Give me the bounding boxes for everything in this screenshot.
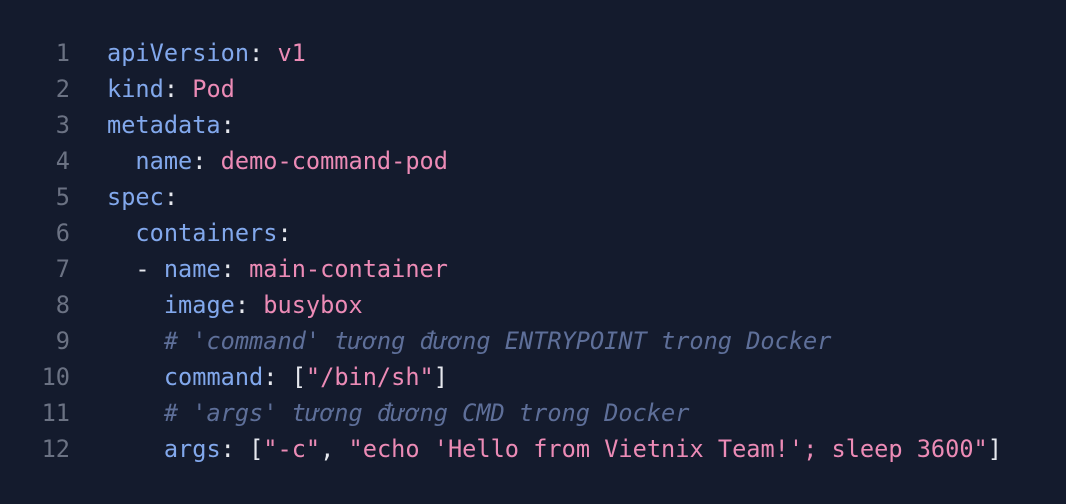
yaml-key: command (163, 363, 264, 391)
yaml-separator: : (220, 111, 235, 139)
line-content: kind: Pod (107, 71, 235, 107)
code-line: 12 args: ["-c", "echo 'Hello from Vietni… (0, 431, 1066, 467)
yaml-value: demo-command-pod (220, 147, 448, 175)
line-content: # 'command' tương đương ENTRYPOINT trong… (107, 323, 832, 359)
yaml-value: v1 (277, 39, 306, 67)
yaml-key: metadata (107, 111, 221, 139)
yaml-separator: : (263, 363, 292, 391)
line-number: 12 (41, 435, 70, 463)
yaml-separator: : (192, 147, 221, 175)
line-content: containers: (107, 215, 292, 251)
line-content: # 'args' tương đương CMD trong Docker (107, 395, 690, 431)
yaml-key: image (163, 291, 235, 319)
open-bracket: [ (291, 363, 306, 391)
line-content: command: ["/bin/sh"] (107, 359, 448, 395)
line-number: 10 (41, 363, 70, 391)
code-line: 9 # 'command' tương đương ENTRYPOINT tro… (0, 323, 1066, 359)
line-number: 2 (55, 75, 70, 103)
yaml-key: apiVersion (107, 39, 250, 67)
yaml-separator: : (220, 255, 250, 283)
yaml-key: kind (107, 75, 164, 103)
line-content: args: ["-c", "echo 'Hello from Vietnix T… (107, 431, 1002, 467)
yaml-key: containers (135, 219, 278, 247)
code-line: 11 # 'args' tương đương CMD trong Docker (0, 395, 1066, 431)
yaml-key: name (135, 147, 193, 175)
indent (107, 435, 164, 463)
line-content: spec: (107, 179, 178, 215)
yaml-separator: : (220, 435, 250, 463)
indent (107, 399, 164, 427)
code-line: 8 image: busybox (0, 287, 1066, 323)
line-number: 7 (55, 255, 70, 283)
yaml-value: main-container (249, 255, 448, 283)
close-bracket: ] (433, 363, 448, 391)
line-content: image: busybox (107, 287, 363, 323)
line-number: 5 (55, 183, 70, 211)
code-line: 5 spec: (0, 179, 1066, 215)
code-line: 6 containers: (0, 215, 1066, 251)
yaml-separator: : (234, 291, 264, 319)
yaml-separator: : (163, 183, 179, 211)
close-bracket: ] (987, 435, 1002, 463)
yaml-comment: # 'command' tương đương ENTRYPOINT trong… (163, 327, 832, 355)
yaml-key: spec (107, 183, 164, 211)
yaml-key: args (163, 435, 221, 463)
code-line: 1 apiVersion: v1 (0, 35, 1066, 71)
open-bracket: [ (249, 435, 264, 463)
line-number: 3 (55, 111, 70, 139)
line-number: 9 (55, 327, 70, 355)
line-number: 1 (55, 39, 70, 67)
line-content: - name: main-container (107, 251, 448, 287)
code-line: 2 kind: Pod (0, 71, 1066, 107)
yaml-separator: : (163, 75, 193, 103)
array-comma: , (320, 435, 349, 463)
code-line: 7 - name: main-container (0, 251, 1066, 287)
indent (107, 291, 164, 319)
line-content: metadata: (107, 107, 235, 143)
code-line: 3 metadata: (0, 107, 1066, 143)
indent (107, 219, 135, 247)
indent (107, 255, 135, 283)
yaml-separator: : (277, 219, 292, 247)
code-line: 10 command: ["/bin/sh"] (0, 359, 1066, 395)
code-block: 1 apiVersion: v1 2 kind: Pod 3 metadata:… (0, 35, 1066, 467)
yaml-value: Pod (192, 75, 235, 103)
indent (107, 147, 135, 175)
yaml-key: name (163, 255, 221, 283)
yaml-separator: : (249, 39, 278, 67)
yaml-list-dash: - (135, 255, 164, 283)
code-line: 4 name: demo-command-pod (0, 143, 1066, 179)
line-number: 4 (55, 147, 70, 175)
yaml-array-item: "echo 'Hello from Vietnix Team!'; sleep … (348, 435, 988, 463)
line-number: 6 (55, 219, 70, 247)
yaml-comment: # 'args' tương đương CMD trong Docker (163, 399, 690, 427)
indent (107, 363, 164, 391)
line-number: 8 (55, 291, 70, 319)
yaml-array-item: "-c" (263, 435, 321, 463)
line-content: name: demo-command-pod (107, 143, 448, 179)
line-number: 11 (41, 399, 70, 427)
yaml-value: busybox (263, 291, 363, 319)
line-content: apiVersion: v1 (107, 35, 306, 71)
yaml-array-item: "/bin/sh" (305, 363, 434, 391)
indent (107, 327, 164, 355)
